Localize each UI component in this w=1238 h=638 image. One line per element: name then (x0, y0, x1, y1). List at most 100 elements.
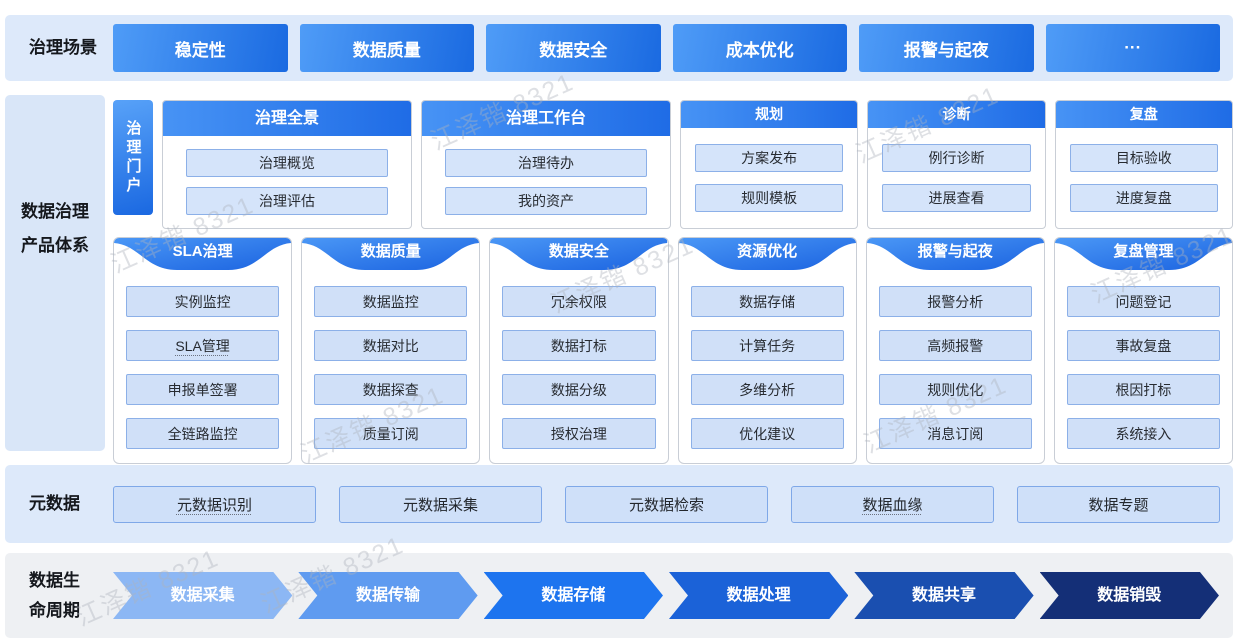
module-title: 数据安全 (548, 243, 609, 260)
pill-progress-view[interactable]: 进展查看 (882, 184, 1031, 212)
lifecycle-section-label: 数据生 命周期 (5, 566, 113, 626)
module-card-sla: SLA治理 实例监控 SLA管理 申报单签署 全链路监控 (113, 237, 293, 464)
card-review: 复盘 目标验收 进度复盘 (1054, 100, 1233, 229)
module-item-button[interactable]: 数据分级 (502, 374, 656, 405)
module-title: SLA治理 (172, 243, 233, 260)
card-governance-panorama: 治理全景 治理概览 治理评估 (162, 100, 412, 229)
pill-goal-acceptance[interactable]: 目标验收 (1069, 144, 1218, 172)
module-title: 复盘管理 (1113, 243, 1174, 260)
module-item-button[interactable]: 优化建议 (690, 418, 844, 449)
lifecycle-stage-sharing[interactable]: 数据共享 (854, 572, 1033, 619)
metadata-button-row: 元数据识别 元数据采集 元数据检索 数据血缘 数据专题 (113, 485, 1233, 523)
module-card-resource-optimization: 资源优化 数据存储 计算任务 多维分析 优化建议 (677, 237, 857, 464)
module-ribbon: 报警与起夜 (866, 238, 1044, 270)
metadata-button-retrieval[interactable]: 元数据检索 (565, 485, 768, 523)
pill-rule-template[interactable]: 规则模板 (695, 184, 844, 212)
module-ribbon: 复盘管理 (1054, 238, 1233, 270)
metadata-button-collection[interactable]: 元数据采集 (339, 485, 542, 523)
module-title: 报警与起夜 (917, 243, 993, 260)
card-governance-workbench: 治理工作台 治理待办 我的资产 (421, 100, 671, 229)
product-system-label-line1: 数据治理 (21, 202, 89, 221)
ribbon-banner-shape (866, 238, 1044, 270)
product-system-label-line2: 产品体系 (21, 236, 89, 255)
module-item-button[interactable]: 全链路监控 (126, 418, 280, 449)
pill-governance-todo[interactable]: 治理待办 (445, 149, 647, 178)
lifecycle-flow: 数据采集 数据传输 数据存储 数据处理 数据共享 数据销毁 (113, 572, 1233, 619)
pill-routine-diagnosis[interactable]: 例行诊断 (882, 144, 1031, 172)
metadata-button-identification[interactable]: 元数据识别 (113, 485, 316, 523)
ribbon-banner-shape (490, 238, 668, 270)
ribbon-banner-shape (678, 238, 856, 270)
card-planning-title: 规划 (681, 101, 858, 128)
scenario-button-data-security[interactable]: 数据安全 (486, 24, 661, 72)
module-card-data-security: 数据安全 冗余权限 数据打标 数据分级 授权治理 (489, 237, 669, 464)
module-item-button[interactable]: SLA管理 (126, 330, 280, 361)
module-item-button[interactable]: 数据对比 (314, 330, 468, 361)
pill-plan-publish[interactable]: 方案发布 (695, 144, 844, 172)
lifecycle-stage-destruction[interactable]: 数据销毁 (1040, 572, 1219, 619)
module-item-button[interactable]: 质量订阅 (314, 418, 468, 449)
card-diagnosis-title: 诊断 (868, 101, 1045, 128)
scenarios-section-label: 治理场景 (29, 38, 97, 58)
lifecycle-label-line2: 命周期 (29, 600, 80, 620)
module-title: 资源优化 (737, 243, 798, 260)
modules-row: SLA治理 实例监控 SLA管理 申报单签署 全链路监控 数据质量 (113, 237, 1234, 464)
module-ribbon: 资源优化 (678, 238, 856, 270)
module-item-button[interactable]: 授权治理 (502, 418, 656, 449)
metadata-section-label: 元数据 (29, 494, 80, 514)
product-system-content: 治理门户 治理全景 治理概览 治理评估 治理工作台 治理待办 我的资产 (105, 95, 1234, 464)
module-ribbon: SLA治理 (114, 238, 292, 270)
module-title: 数据质量 (360, 243, 421, 260)
ribbon-banner-shape (302, 238, 480, 270)
lifecycle-section: 数据生 命周期 数据采集 数据传输 数据存储 数据处理 数据共享 数据销毁 (5, 553, 1233, 638)
module-item-button[interactable]: 事故复盘 (1066, 330, 1221, 361)
scenario-button-data-quality[interactable]: 数据质量 (299, 24, 474, 72)
module-item-button[interactable]: 申报单签署 (126, 374, 280, 405)
pill-progress-review[interactable]: 进度复盘 (1069, 184, 1218, 212)
pill-governance-overview[interactable]: 治理概览 (186, 149, 388, 178)
module-item-button[interactable]: 系统接入 (1066, 418, 1221, 449)
module-item-button[interactable]: 冗余权限 (502, 286, 656, 317)
module-item-button[interactable]: 报警分析 (878, 286, 1032, 317)
module-item-button[interactable]: 实例监控 (126, 286, 280, 317)
module-item-button[interactable]: 根因打标 (1066, 374, 1221, 405)
ribbon-banner-shape (1054, 238, 1233, 270)
portal-tab[interactable]: 治理门户 (113, 100, 153, 215)
lifecycle-label-line1: 数据生 (29, 570, 80, 590)
lifecycle-stage-transmission[interactable]: 数据传输 (298, 572, 477, 619)
module-item-button[interactable]: 多维分析 (690, 374, 844, 405)
module-item-button[interactable]: 数据探查 (314, 374, 468, 405)
metadata-button-lineage[interactable]: 数据血缘 (791, 485, 994, 523)
lifecycle-stage-storage[interactable]: 数据存储 (484, 572, 663, 619)
scenario-button-alerting[interactable]: 报警与起夜 (859, 24, 1034, 72)
card-governance-panorama-title: 治理全景 (163, 101, 411, 136)
pill-governance-assessment[interactable]: 治理评估 (186, 186, 388, 215)
card-governance-workbench-title: 治理工作台 (422, 101, 670, 136)
scenario-button-cost-optimization[interactable]: 成本优化 (672, 24, 847, 72)
module-item-button[interactable]: 消息订阅 (878, 418, 1032, 449)
module-item-button[interactable]: 数据打标 (502, 330, 656, 361)
scenario-button-more[interactable]: ··· (1045, 24, 1220, 72)
ribbon-banner-shape (114, 238, 292, 270)
module-item-button[interactable]: 计算任务 (690, 330, 844, 361)
module-item-button[interactable]: 数据监控 (314, 286, 468, 317)
module-item-button[interactable]: 高频报警 (878, 330, 1032, 361)
portal-row: 治理门户 治理全景 治理概览 治理评估 治理工作台 治理待办 我的资产 (113, 100, 1233, 229)
metadata-button-topics[interactable]: 数据专题 (1017, 485, 1220, 523)
lifecycle-stage-collection[interactable]: 数据采集 (113, 572, 292, 619)
module-card-review-management: 复盘管理 问题登记 事故复盘 根因打标 系统接入 (1053, 237, 1234, 464)
module-item-button[interactable]: 规则优化 (878, 374, 1032, 405)
module-card-data-quality: 数据质量 数据监控 数据对比 数据探查 质量订阅 (301, 237, 481, 464)
scenario-button-stability[interactable]: 稳定性 (113, 24, 288, 72)
module-card-alerting: 报警与起夜 报警分析 高频报警 规则优化 消息订阅 (865, 237, 1045, 464)
metadata-section: 元数据 元数据识别 元数据采集 元数据检索 数据血缘 数据专题 (5, 465, 1233, 543)
card-planning: 规划 方案发布 规则模板 (680, 100, 859, 229)
module-item-button[interactable]: 数据存储 (690, 286, 844, 317)
module-item-button[interactable]: 问题登记 (1066, 286, 1221, 317)
pill-my-assets[interactable]: 我的资产 (445, 186, 647, 215)
governance-scenarios-section: 治理场景 稳定性 数据质量 数据安全 成本优化 报警与起夜 ··· (5, 15, 1233, 81)
lifecycle-stage-processing[interactable]: 数据处理 (669, 572, 848, 619)
product-system-section: 数据治理 产品体系 治理门户 治理全景 治理概览 治理评估 治理工作台 治理待办 (5, 95, 1234, 464)
scenario-button-row: 稳定性 数据质量 数据安全 成本优化 报警与起夜 ··· (113, 24, 1233, 72)
